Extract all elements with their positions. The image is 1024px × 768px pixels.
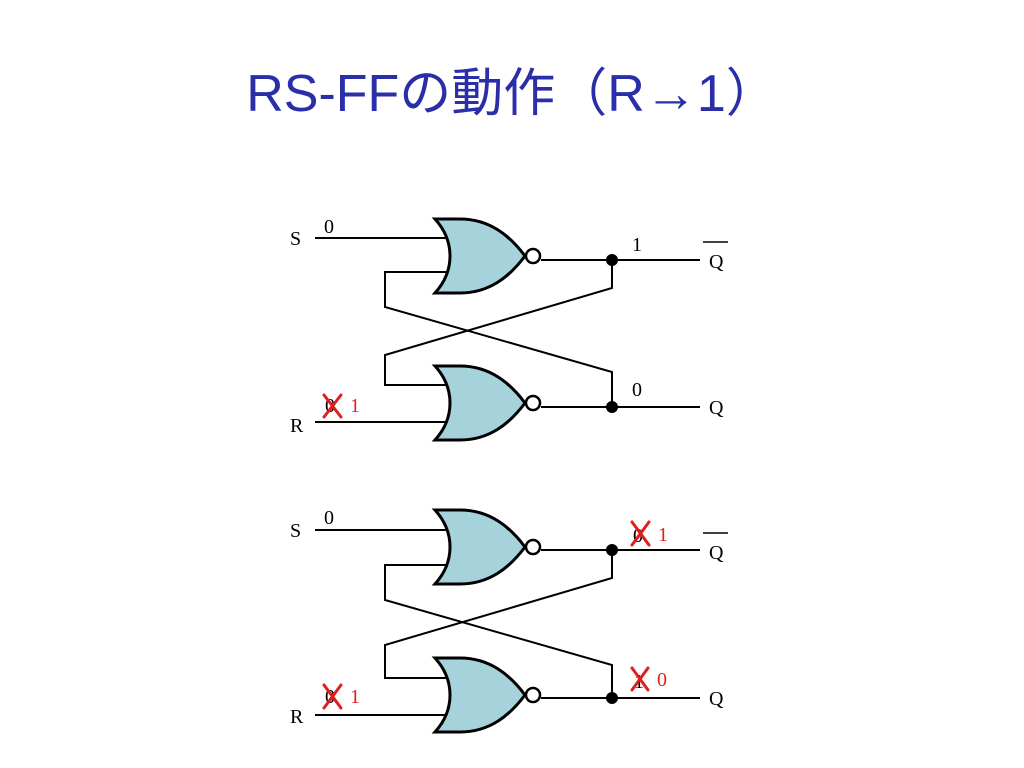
top-upper-nor-gate bbox=[433, 217, 542, 295]
bottom-q-bar-change-cross bbox=[630, 520, 651, 547]
top-q-value: 0 bbox=[632, 379, 642, 401]
bottom-q-bar-label: Q bbox=[709, 542, 724, 564]
bottom-lower-junction bbox=[606, 692, 618, 704]
top-lower-nor-gate bbox=[433, 364, 542, 442]
top-feedback-wire-b bbox=[384, 271, 613, 407]
bottom-q-new-value: 0 bbox=[657, 669, 667, 691]
top-upper-junction bbox=[606, 254, 618, 266]
top-q-bar-value: 1 bbox=[632, 234, 642, 256]
top-q-label: Q bbox=[709, 397, 724, 419]
bottom-s-label: S bbox=[290, 520, 301, 542]
bottom-feedback-wire-b bbox=[384, 564, 613, 698]
top-feedback-wire-a bbox=[384, 260, 613, 386]
bottom-q-bar-new-value: 1 bbox=[658, 524, 668, 546]
bottom-q-label: Q bbox=[709, 688, 724, 710]
bottom-r-old-value: 0 bbox=[325, 686, 335, 708]
bottom-s-value: 0 bbox=[324, 507, 334, 529]
bottom-q-change-cross bbox=[630, 666, 650, 692]
bottom-feedback-wire-a bbox=[384, 550, 613, 679]
bottom-lower-nor-gate bbox=[433, 656, 542, 734]
bottom-upper-junction bbox=[606, 544, 618, 556]
slide-title: RS-FFの動作（R→1） bbox=[246, 65, 778, 123]
bottom-r-label: R bbox=[290, 706, 304, 728]
circuit-bottom: S 0 0 1 Q 1 0 Q R 0 1 bbox=[290, 507, 728, 734]
top-s-value: 0 bbox=[324, 216, 334, 238]
top-q-bar-label: Q bbox=[709, 251, 724, 273]
top-r-old-value: 0 bbox=[325, 395, 335, 417]
bottom-upper-nor-gate bbox=[433, 508, 542, 586]
top-lower-junction bbox=[606, 401, 618, 413]
bottom-r-new-value: 1 bbox=[350, 686, 360, 708]
top-r-label: R bbox=[290, 415, 304, 437]
top-s-label: S bbox=[290, 228, 301, 250]
top-r-new-value: 1 bbox=[350, 395, 360, 417]
circuit-top: S 0 1 Q 0 Q R 0 1 bbox=[290, 216, 728, 442]
bottom-r-change-cross bbox=[322, 683, 343, 710]
top-r-change-cross bbox=[322, 393, 343, 419]
